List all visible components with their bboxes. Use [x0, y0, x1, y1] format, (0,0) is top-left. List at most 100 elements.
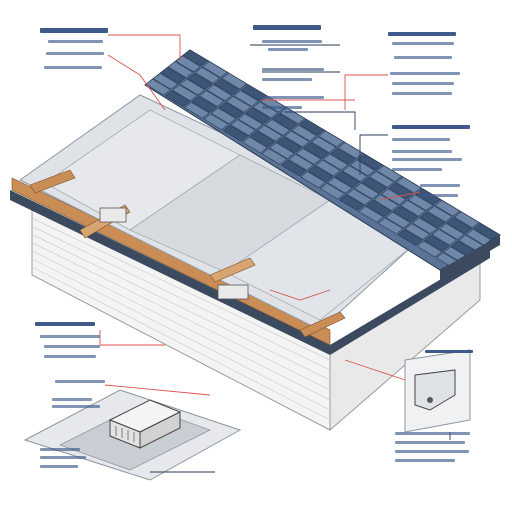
shingle-tile	[427, 205, 453, 223]
gutter-icon	[414, 369, 456, 411]
shingle-tile	[392, 205, 419, 223]
shingle-tile	[202, 61, 228, 78]
brick-course	[31, 234, 331, 381]
brick-course	[31, 250, 331, 401]
shingle-tile	[172, 84, 198, 102]
shingle-tile	[198, 90, 225, 107]
shingle-tile	[203, 113, 229, 131]
shingle-tile	[423, 234, 450, 252]
shingle-tile	[187, 72, 213, 90]
shingle-tile	[318, 130, 344, 148]
shingle-tile	[337, 142, 364, 159]
brick-course	[31, 266, 331, 421]
shingle-tile	[194, 67, 221, 84]
shingle-tile	[412, 217, 438, 235]
shingle-tile	[327, 177, 353, 194]
shingle-tile	[334, 171, 361, 188]
shingle-tile	[338, 194, 365, 212]
shingle-tile	[434, 199, 461, 217]
shingle-tile	[353, 182, 380, 200]
shingle-tile	[182, 49, 209, 67]
shingle-tile	[233, 90, 259, 107]
shingle-tile	[257, 124, 283, 142]
shingle-tile	[377, 217, 404, 235]
shingle-tile	[416, 240, 443, 258]
shingle-tile	[400, 200, 426, 217]
shingle-tile	[397, 229, 423, 246]
shingle-tile	[419, 211, 446, 229]
shingle-tile	[145, 78, 171, 96]
brick-course	[31, 217, 331, 361]
shingle-tile	[261, 148, 288, 165]
shingle-tile	[183, 101, 210, 119]
shingle-tile	[446, 217, 473, 234]
shingle-tile	[288, 153, 314, 171]
callout-scribbles	[35, 25, 473, 468]
shingle-tile	[249, 130, 276, 148]
shingle-tile	[237, 113, 264, 131]
shingle-tile	[346, 188, 373, 206]
shingle-tile	[160, 67, 186, 84]
shingle-tile	[179, 78, 206, 96]
shingle-tile	[152, 72, 179, 90]
flat-roof-membrane	[19, 94, 431, 331]
brick-course	[31, 258, 331, 411]
shingle-tile	[310, 136, 337, 154]
shingle-tile	[365, 200, 392, 217]
shingle-tile	[245, 107, 271, 125]
shingle-tile	[431, 229, 458, 246]
brick-course	[31, 225, 331, 371]
shingle-tile	[298, 119, 325, 136]
shingle-tile	[407, 194, 434, 211]
shingle-tile	[319, 182, 346, 200]
shingle-tile	[213, 78, 240, 96]
shingle-tile	[283, 130, 310, 148]
shingle-tile	[291, 124, 318, 142]
shingle-tile	[252, 101, 279, 119]
pitched-shingle-roof	[144, 49, 501, 280]
gutter-detail-sample	[404, 349, 471, 433]
shingle-tile	[280, 159, 307, 177]
shingle-tile	[342, 165, 368, 182]
brick-course	[31, 242, 331, 391]
shingle-tile	[218, 101, 244, 119]
leader-lines	[99, 34, 451, 473]
shingle-tile	[361, 176, 388, 194]
shingle-tile	[225, 95, 252, 113]
shingle-tile	[206, 84, 233, 102]
brick-wall	[31, 209, 481, 432]
shingle-tile	[240, 84, 267, 101]
shingle-tile	[272, 113, 298, 130]
shingle-tile	[307, 165, 334, 183]
shingle-tile	[376, 165, 403, 182]
shingle-tile	[322, 153, 349, 171]
shingle-tile	[210, 107, 237, 125]
shingle-tile	[222, 125, 249, 142]
shingle-tile	[453, 211, 480, 229]
roof-vent-icon	[108, 399, 182, 449]
shingle-tile	[385, 211, 411, 229]
shingle-tile	[167, 61, 194, 78]
shingle-tile	[242, 136, 268, 154]
shingle-tile	[264, 119, 291, 136]
shingle-tile	[404, 223, 431, 240]
shingle-tile	[330, 147, 356, 165]
shingle-tile	[303, 142, 329, 159]
membrane-detail-sample	[23, 389, 242, 481]
shingle-tile	[191, 96, 218, 113]
shingle-tile	[230, 119, 256, 136]
shingle-tile	[175, 55, 201, 73]
shingle-tile	[315, 159, 341, 177]
shingle-tile	[438, 223, 465, 240]
shingle-tile	[276, 136, 303, 154]
shingle-tile	[358, 205, 384, 223]
shingle-tile	[368, 171, 395, 188]
shingle-tile	[221, 72, 248, 90]
shingle-tile	[373, 194, 399, 211]
shingle-tile	[300, 171, 326, 188]
shingle-tile	[164, 90, 191, 107]
wood-joists	[29, 169, 346, 338]
shingle-tile	[295, 148, 322, 165]
